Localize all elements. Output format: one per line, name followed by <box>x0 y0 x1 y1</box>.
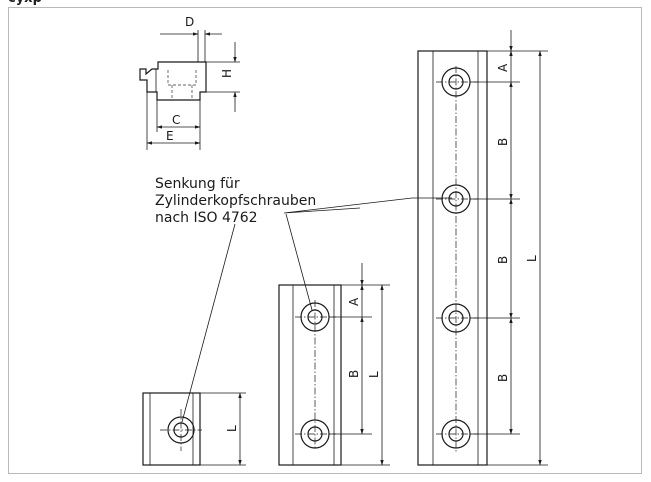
long-bar-outline <box>417 50 488 466</box>
short-bar-outline <box>142 392 201 466</box>
long-bar-dim-b1-label: B <box>496 138 510 146</box>
header-title: cyxp <box>8 0 42 6</box>
short-bar-dim-l-label: L <box>225 425 239 432</box>
drawing-frame <box>8 7 642 474</box>
mid-bar-dim-l-label: L <box>367 371 381 378</box>
short-bar: L <box>142 392 246 466</box>
annotation-line-2: Zylinderkopfschrauben <box>155 193 316 209</box>
leader-mid-bar <box>285 213 313 311</box>
header-band: cyxp <box>0 0 651 7</box>
leader-short-bar <box>181 223 236 423</box>
profile-outline <box>139 61 207 101</box>
long-bar: A B B B L <box>417 30 548 466</box>
dim-c-label: C <box>172 113 180 127</box>
profile-hidden-hole <box>167 70 197 86</box>
annotation-line-1: Senkung für <box>155 176 240 192</box>
long-bar-dim-a-label: A <box>496 63 510 72</box>
annotation-line-3: nach ISO 4762 <box>155 210 258 226</box>
profile-view: D H C E <box>139 15 240 150</box>
long-bar-dim-b3-label: B <box>496 374 510 382</box>
mid-bar-dim-a-label: A <box>347 297 361 306</box>
dim-h-label: H <box>220 69 234 78</box>
long-bar-dim-l-label: L <box>525 255 539 262</box>
dim-d-label: D <box>185 15 194 29</box>
mid-bar: A B L <box>278 263 390 466</box>
mid-bar-dim-b-label: B <box>347 370 361 378</box>
long-bar-dim-b2-label: B <box>496 256 510 264</box>
dim-e-label: E <box>166 129 174 143</box>
mid-bar-outline <box>278 284 342 466</box>
leader-long-bar <box>283 197 452 214</box>
annotation: Senkung für Zylinderkopfschrauben nach I… <box>155 176 452 423</box>
